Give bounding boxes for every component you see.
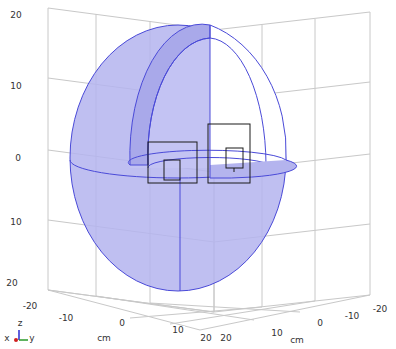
axis-triad-label: z: [17, 319, 24, 328]
tick-label: 10: [9, 218, 22, 227]
axis-triad-label: y: [28, 334, 35, 343]
tick-label: 10: [270, 329, 283, 338]
tick-label: 20: [199, 334, 212, 343]
tick-label: 10: [9, 82, 22, 91]
tick-label: 20: [5, 279, 18, 288]
tick-label: -20: [22, 302, 39, 311]
tick-label: -20: [372, 305, 389, 314]
tick-label: 0: [14, 154, 22, 163]
tick-label: 20: [9, 11, 22, 20]
tick-label: 10: [171, 326, 184, 335]
axis-unit: cm: [289, 336, 305, 345]
axis-unit: cm: [96, 334, 112, 343]
tick-label: -10: [344, 312, 361, 321]
tick-label: -10: [58, 314, 75, 323]
tick-label: 0: [118, 319, 126, 328]
tick-label: 20: [219, 334, 232, 343]
tick-label: 0: [316, 319, 324, 328]
axis-triad-label: x: [3, 334, 10, 343]
